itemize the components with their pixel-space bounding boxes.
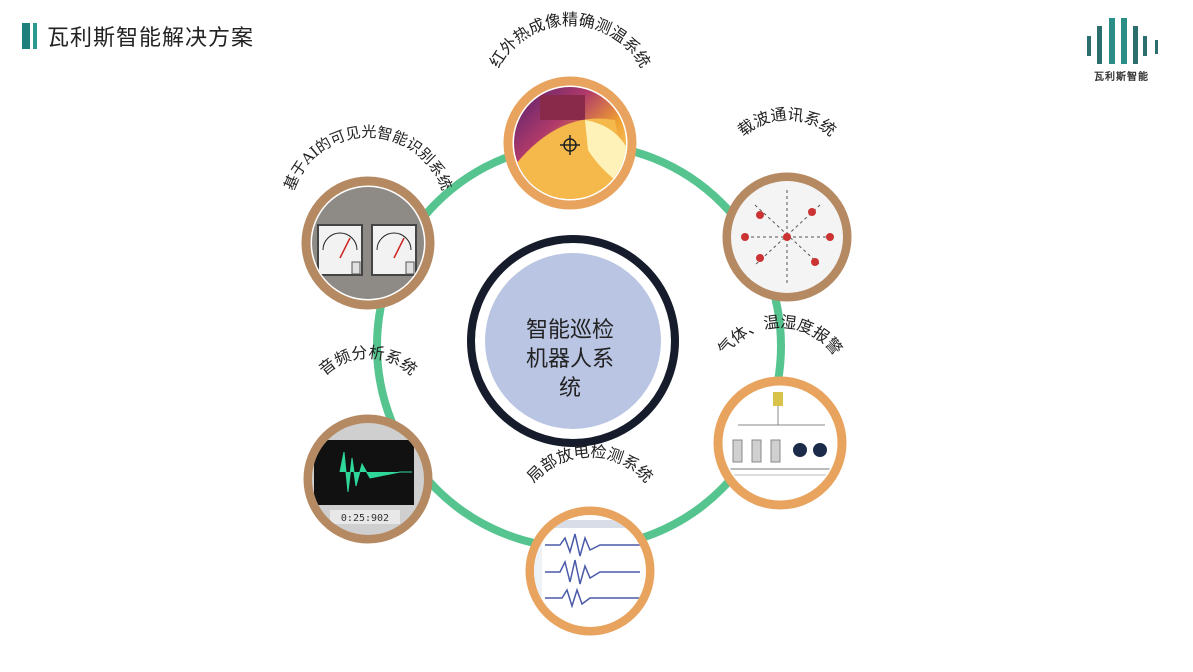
audio-panel-readout: 0:25:902 xyxy=(341,513,389,524)
node-partial-discharge xyxy=(525,506,655,636)
node-label-carrier: 载波通讯系统 xyxy=(734,104,840,139)
node-label-partial-discharge: 局部放电检测系统 xyxy=(523,442,657,487)
node-label-audio: 音频分析系统 xyxy=(315,343,420,379)
center-label: 智能巡检 机器人系 统 xyxy=(500,316,640,403)
center-label-line-3: 统 xyxy=(558,376,581,401)
brand-logo-icon xyxy=(1087,18,1158,64)
brand-logo-text: 瓦利斯智能 xyxy=(1094,72,1149,83)
node-label-thermal: 红外热成像精确测温系统 xyxy=(486,10,655,71)
page-title: 瓦利斯智能解决方案 xyxy=(47,26,255,51)
center-label-line-2: 机器人系 xyxy=(525,347,614,372)
node-thermal xyxy=(503,76,637,210)
center-label-line-1: 智能巡检 xyxy=(525,318,614,343)
header: 瓦利斯智能解决方案 xyxy=(22,22,255,51)
node-audio: 0:25:902 xyxy=(303,414,433,544)
node-gas-alarm xyxy=(713,376,847,510)
node-ai-visible xyxy=(301,176,435,310)
node-carrier xyxy=(722,172,852,302)
center-core xyxy=(485,253,661,429)
title-mark-icon xyxy=(22,23,37,49)
